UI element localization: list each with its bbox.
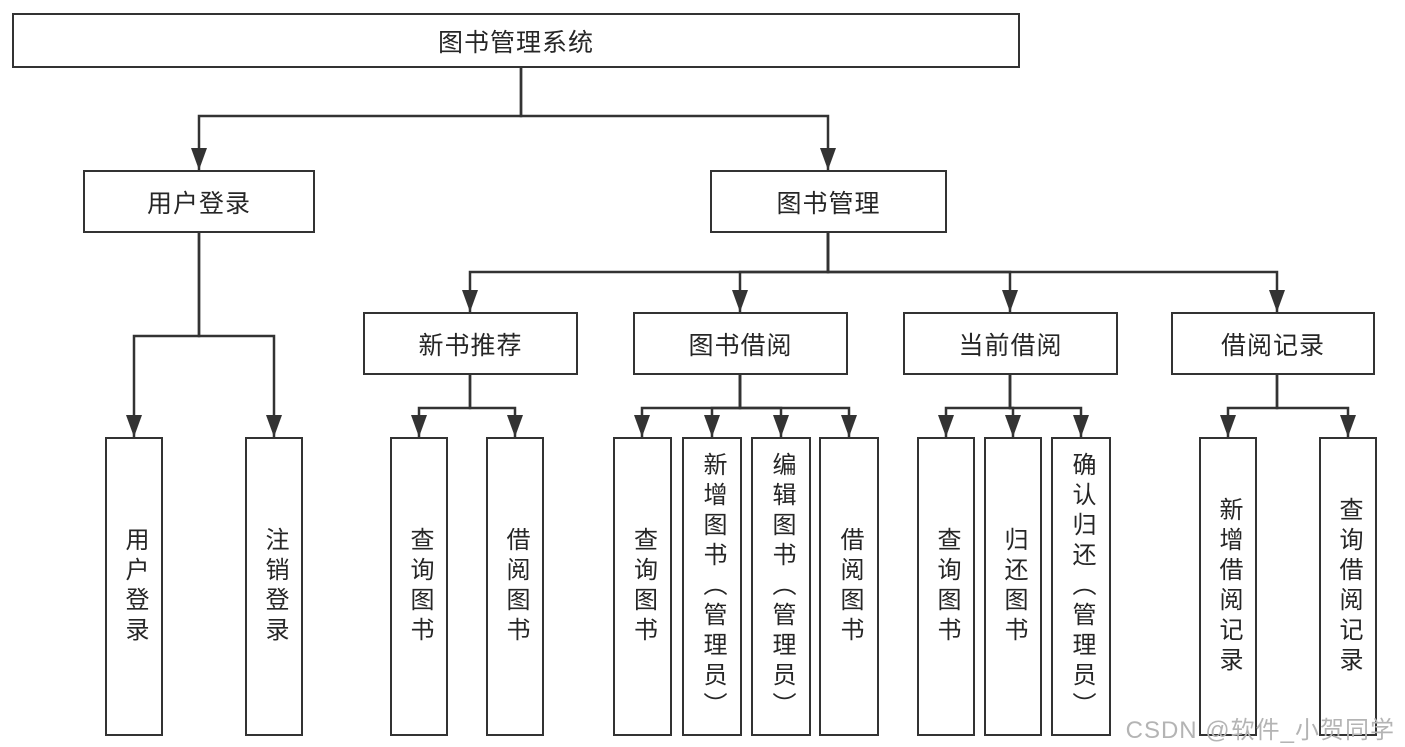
edge-records-to-query [1275, 375, 1356, 437]
leaf-confirm-return-admin: 确认归还（管理员） [1051, 437, 1111, 736]
leaf-add-books-admin: 新增图书（管理员） [682, 437, 742, 736]
node-book-borrowing: 图书借阅 [633, 312, 848, 375]
edge-borrow-to-query [634, 375, 742, 437]
leaf-add-borrow-record: 新增借阅记录 [1199, 437, 1257, 736]
leaf-newbook-query-books-label: 查询图书 [406, 526, 433, 647]
leaf-newbook-query-books: 查询图书 [390, 437, 448, 736]
leaf-add-borrow-record-label: 新增借阅记录 [1215, 496, 1242, 677]
leaf-user-login-label: 用户登录 [121, 526, 148, 647]
csdn-watermark: CSDN @软件_小贺同学 [1125, 717, 1395, 744]
node-book-management-module: 图书管理 [710, 170, 947, 233]
leaf-user-login: 用户登录 [105, 437, 163, 736]
edge-newbook-to-borrow [468, 375, 523, 437]
leaf-current-query-books: 查询图书 [917, 437, 975, 736]
edge-newbook-to-query [411, 375, 472, 437]
leaf-edit-books-admin-label: 编辑图书（管理员） [768, 451, 795, 722]
leaf-confirm-return-admin-label: 确认归还（管理员） [1068, 451, 1095, 722]
edge-borrow-to-lend [738, 375, 857, 437]
edge-userlogin-to-logout [197, 233, 282, 437]
leaf-lend-books: 借阅图书 [819, 437, 879, 736]
node-user-login-module: 用户登录 [83, 170, 315, 233]
leaf-logout-label: 注销登录 [261, 526, 288, 647]
node-root-system: 图书管理系统 [12, 13, 1020, 68]
edge-root-to-book-mgmt [519, 68, 836, 170]
leaf-add-books-admin-label: 新增图书（管理员） [699, 451, 726, 722]
leaf-current-query-books-label: 查询图书 [933, 526, 960, 647]
leaf-return-books: 归还图书 [984, 437, 1042, 736]
leaf-query-borrow-record-label: 查询借阅记录 [1335, 496, 1362, 677]
leaf-newbook-borrow-books-label: 借阅图书 [502, 526, 529, 647]
edge-borrow-to-edit [738, 375, 789, 437]
edge-current-to-query [938, 375, 1012, 437]
edge-borrow-to-add [704, 375, 742, 437]
edge-root-to-user-login [191, 68, 523, 170]
edge-bookmgmt-to-borrow [732, 233, 830, 312]
leaf-logout: 注销登录 [245, 437, 303, 736]
leaf-newbook-borrow-books: 借阅图书 [486, 437, 544, 736]
edge-records-to-add [1220, 375, 1279, 437]
leaf-borrow-query-books: 查询图书 [613, 437, 672, 736]
node-current-borrowing: 当前借阅 [903, 312, 1118, 375]
node-new-book-recommend: 新书推荐 [363, 312, 578, 375]
leaf-query-borrow-record: 查询借阅记录 [1319, 437, 1377, 736]
edge-bookmgmt-to-records [826, 233, 1285, 312]
leaf-lend-books-label: 借阅图书 [836, 526, 863, 647]
edge-userlogin-to-login [126, 233, 201, 437]
leaf-borrow-query-books-label: 查询图书 [629, 526, 657, 647]
node-borrowing-records: 借阅记录 [1171, 312, 1375, 375]
edge-current-to-confirm [1008, 375, 1089, 437]
leaf-return-books-label: 归还图书 [1000, 526, 1027, 647]
leaf-edit-books-admin: 编辑图书（管理员） [751, 437, 811, 736]
